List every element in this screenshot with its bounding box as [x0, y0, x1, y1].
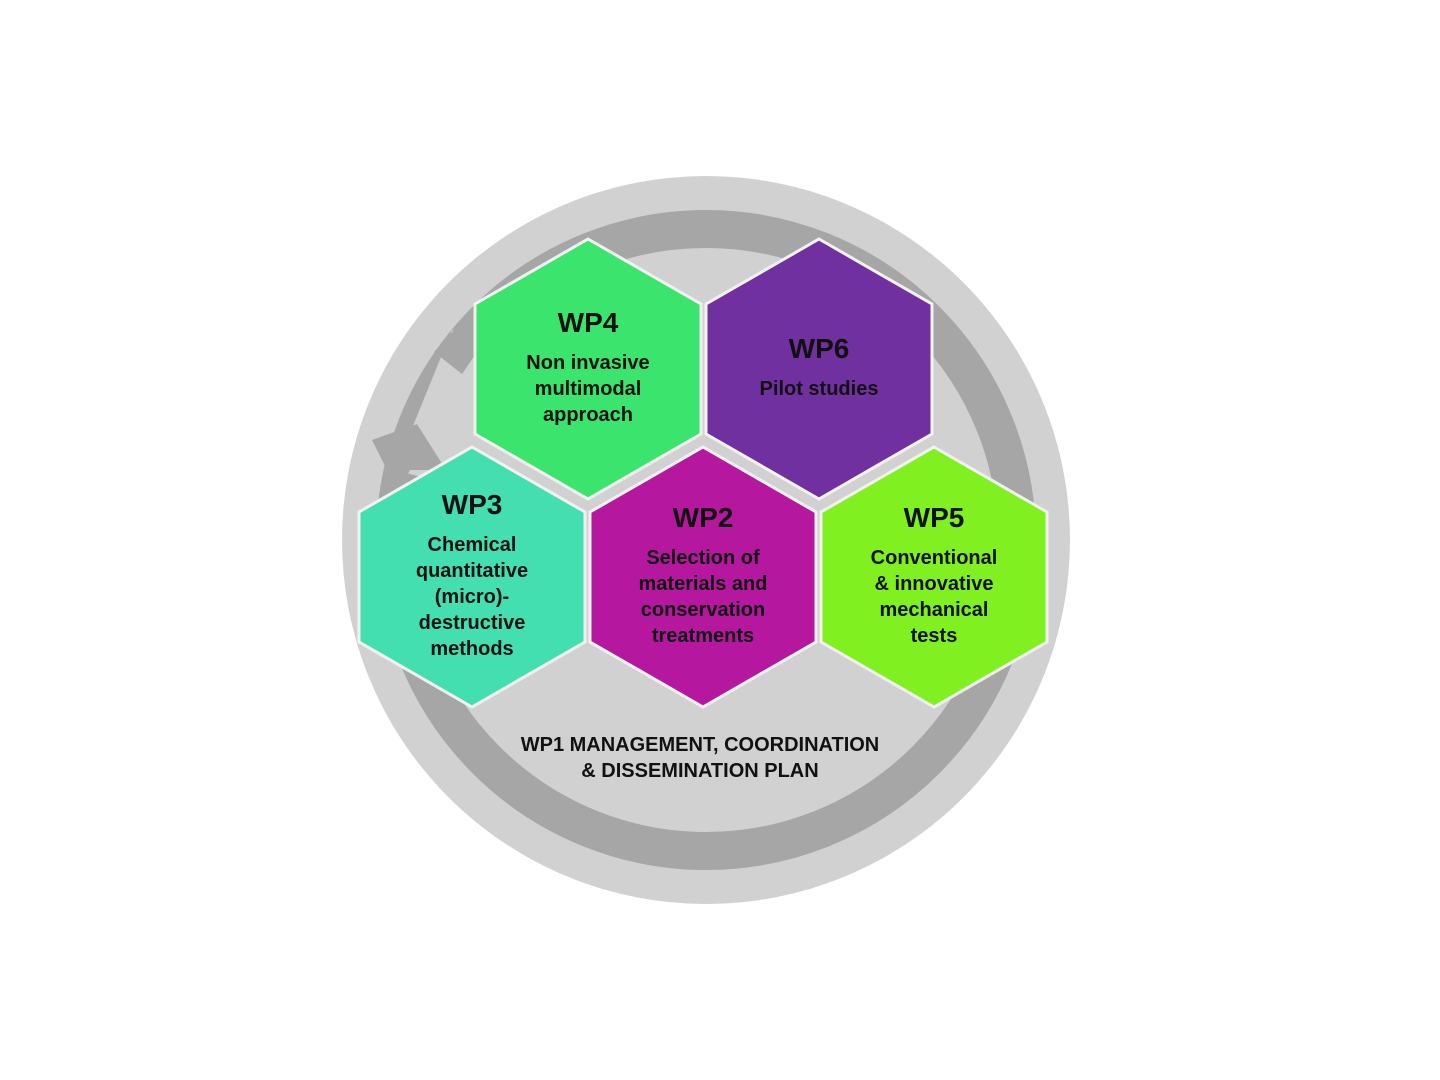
wp5-description: Conventional & innovative mechanical tes… [870, 547, 998, 647]
wp2-label-group: WP2 Selection of materials and conservat… [613, 501, 793, 649]
wp4-title: WP4 [557, 307, 619, 338]
wp3-label-group: WP3 Chemical quantitative (micro)- destr… [382, 488, 562, 662]
wp4-hexagon[interactable] [473, 237, 703, 501]
cycle-arrow-head [372, 424, 446, 492]
wp3-title: WP3 [441, 489, 503, 520]
wp6-hexagon[interactable] [704, 237, 934, 501]
wp4-description: Non invasive multimodal approach [526, 352, 650, 426]
wp4-label-group: WP4 Non invasive multimodal approach [498, 306, 678, 428]
wp6-label-group: WP6 Pilot studies [729, 332, 909, 402]
wp5-title: WP5 [903, 502, 965, 533]
wp2-hexagon[interactable] [588, 445, 818, 709]
wp5-hexagon[interactable] [819, 445, 1049, 709]
wp3-description: Chemical quantitative (micro)- destructi… [415, 534, 529, 660]
wp6-title: WP6 [788, 333, 850, 364]
wp1-label: WP1 MANAGEMENT, COORDINATION & DISSEMINA… [520, 734, 880, 782]
wp3-hexagon[interactable] [357, 445, 587, 709]
wp5-label-group: WP5 Conventional & innovative mechanical… [844, 501, 1024, 649]
wp2-description: Selection of materials and conservation … [638, 547, 768, 647]
wp2-title: WP2 [672, 502, 734, 533]
wp6-description: Pilot studies [759, 378, 879, 400]
